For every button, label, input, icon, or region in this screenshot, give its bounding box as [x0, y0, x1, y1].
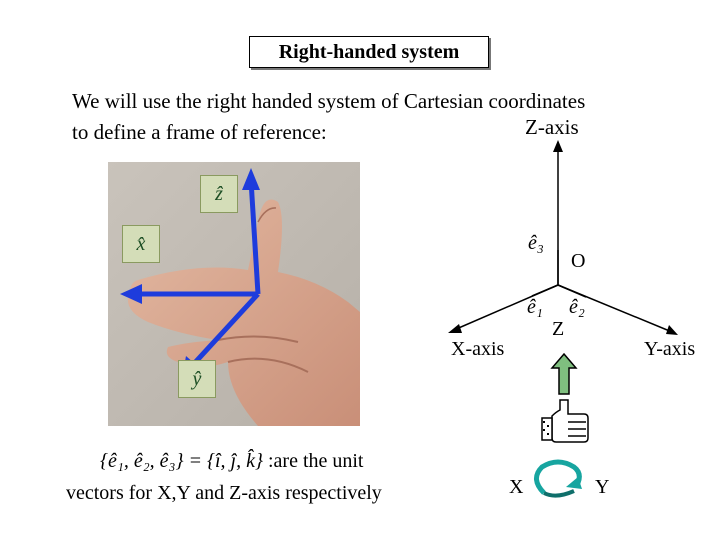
e3-label: ê₃: [528, 232, 544, 254]
caption-line-2: vectors for X,Y and Z-axis respectively: [66, 482, 382, 504]
page-title: Right-handed system: [278, 41, 460, 63]
upward-arrow-icon: [550, 352, 578, 395]
axes-diagram: [448, 140, 678, 335]
z-axis-arrowhead: [553, 140, 563, 152]
e2-label: ê₂: [569, 296, 585, 318]
rotation-arrow-icon: [534, 459, 582, 498]
hand-axis-arrows: [132, 179, 261, 370]
z-axis-label: Z-axis: [525, 115, 579, 139]
thumbs-up-hand-icon: [541, 399, 589, 443]
intro-line-1: We will use the right handed system of C…: [72, 89, 586, 113]
y-axis-label: Y-axis: [644, 338, 696, 360]
x-arrowhead: [120, 284, 142, 304]
x-axis-label: X-axis: [451, 338, 505, 360]
rotation-z-label: Z: [552, 318, 565, 340]
y-hat-label: ŷ: [178, 360, 216, 398]
intro-line-2: to define a frame of reference:: [72, 120, 327, 144]
caption-line-1-text: :are the unit: [262, 450, 364, 472]
rotation-x-label: X: [509, 476, 524, 498]
unit-vector-equation: {ê₁, ê₂, ê₃} = {î, ĵ, k̂}: [100, 450, 263, 472]
z-arrowhead: [242, 168, 260, 190]
caption-line-1: {ê₁, ê₂, ê₃} = {î, ĵ, k̂} :are the unit: [100, 450, 364, 473]
origin-label: O: [571, 250, 586, 272]
z-hat-label: ẑ: [200, 175, 238, 213]
e1-label: ê₁: [527, 296, 543, 318]
rotation-y-label: Y: [595, 476, 610, 498]
x-hat-label: x̂: [122, 225, 160, 263]
y-axis-arrowhead: [666, 325, 678, 335]
title-box: Right-handed system: [249, 36, 489, 68]
x-axis-arrowhead: [448, 324, 462, 333]
